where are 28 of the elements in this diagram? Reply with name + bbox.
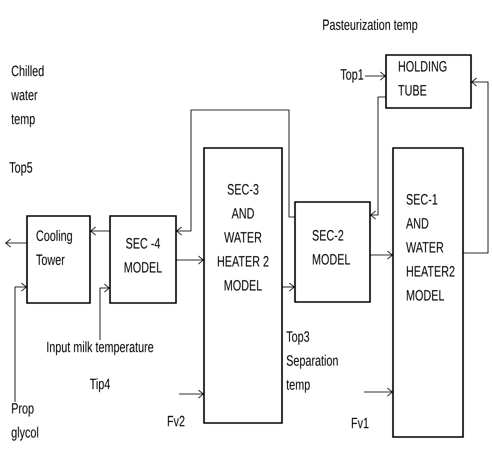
arrow xyxy=(364,388,393,396)
arrow xyxy=(176,110,296,236)
process-box: SEC -4 MODEL xyxy=(109,215,177,304)
arrow xyxy=(176,256,204,264)
signal-label: Input milk temperature Tip4 xyxy=(47,341,154,392)
signal-label: Chilled water temp xyxy=(11,65,44,128)
arrow xyxy=(282,282,295,292)
arrow xyxy=(5,238,28,248)
arrow xyxy=(100,284,110,340)
signal-label: Pasteurization temp xyxy=(323,19,418,33)
signal-label: Top5 xyxy=(9,162,32,176)
arrow xyxy=(178,390,204,398)
edge-label: Fv2 xyxy=(166,414,186,428)
process-box: SEC-2 MODEL xyxy=(294,201,371,303)
signal-label: Prop glycol xyxy=(12,403,38,441)
arrow xyxy=(90,226,110,236)
signal-label: Top1 xyxy=(340,69,364,83)
arrow xyxy=(370,96,386,220)
edge-label: Fv1 xyxy=(350,416,370,430)
process-box: Cooling Tower xyxy=(26,215,91,304)
signal-label: Top3 Separation temp xyxy=(286,331,338,393)
arrow xyxy=(462,78,488,254)
arrow xyxy=(370,250,393,260)
process-box: SEC-1 AND WATER HEATER2 MODEL xyxy=(392,147,464,438)
arrow xyxy=(364,72,386,80)
process-box: SEC-3 AND WATER HEATER 2 MODEL xyxy=(203,147,283,424)
arrow xyxy=(14,282,27,402)
process-box: HOLDING TUBE xyxy=(385,54,472,109)
